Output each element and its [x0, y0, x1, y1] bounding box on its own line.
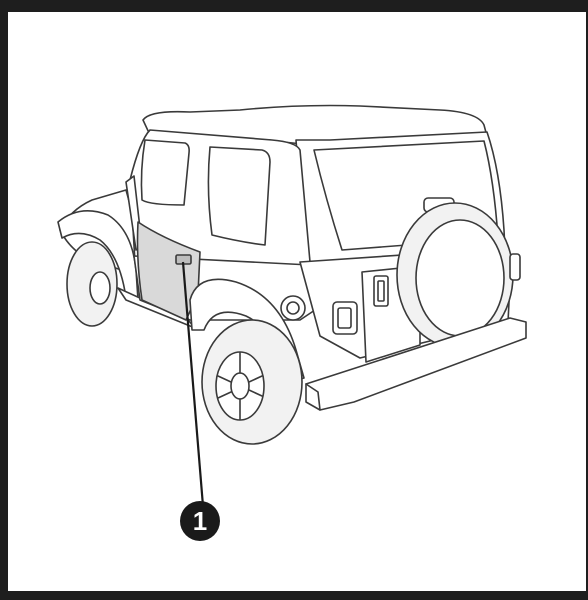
rear-door-window	[207, 146, 271, 246]
tailgate-handle-grip	[377, 280, 385, 302]
rear-bumper	[305, 317, 527, 411]
taillight-lens	[337, 307, 352, 329]
rear-wheel-spokes	[217, 352, 263, 420]
callout-leader-line	[181, 261, 205, 507]
fuel-cap	[286, 301, 300, 315]
bumper-end	[305, 383, 321, 411]
front-door-window	[140, 139, 190, 206]
callout-1-label: 1	[193, 506, 207, 536]
rear-hub	[230, 372, 250, 400]
front-hub	[89, 271, 111, 305]
right-taillight	[509, 253, 521, 281]
callout-badge	[180, 501, 220, 541]
spare-tire-cover	[415, 219, 505, 337]
callout-1: 1	[180, 501, 220, 541]
